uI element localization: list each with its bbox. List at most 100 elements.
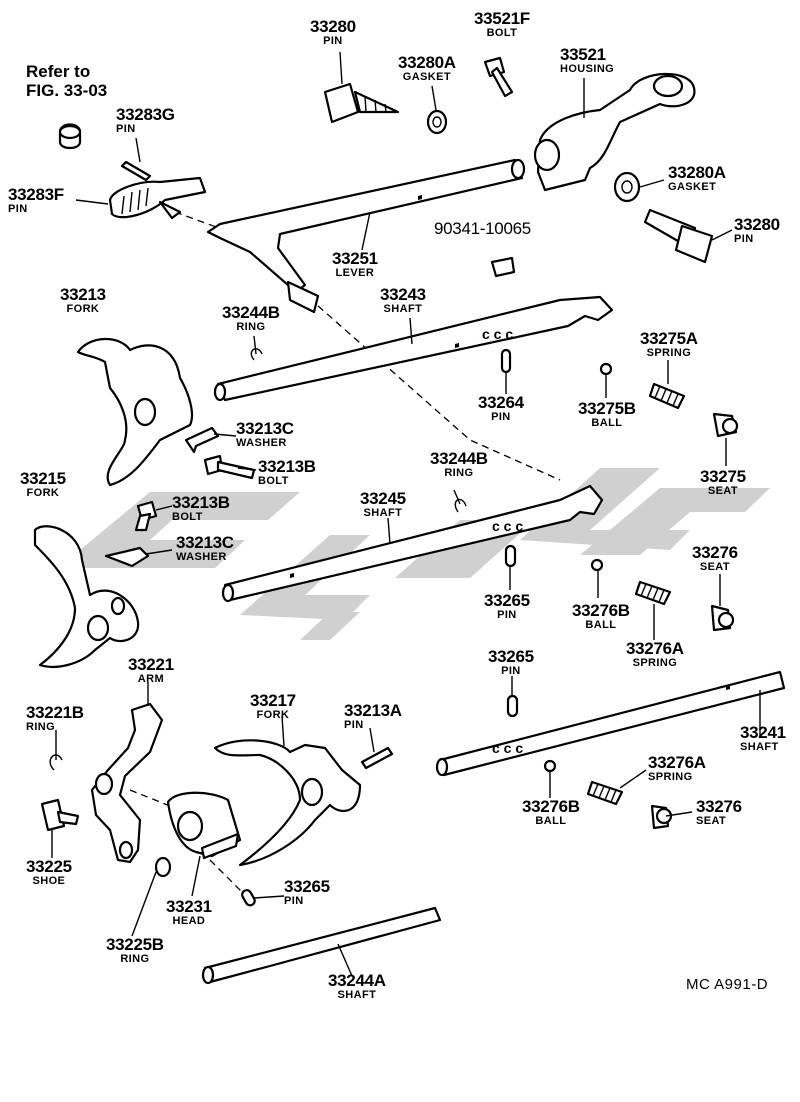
seat-33275-drawing (712, 412, 739, 438)
shaft-33243-drawing: c c c (213, 295, 614, 402)
washer-33213C-1-drawing (184, 426, 220, 454)
pin-33265-1-drawing (504, 544, 517, 568)
bolt-33213B-2-drawing (134, 500, 158, 532)
leader-lines (51, 51, 761, 977)
seat-33276-2-drawing (650, 804, 673, 830)
lever-33251-drawing (206, 158, 526, 314)
washer-33213C-2-drawing (104, 546, 150, 568)
watermark-stroke (520, 468, 690, 550)
pin-33280-right-drawing (643, 208, 714, 264)
shoe-33225-drawing (40, 798, 80, 832)
catalog-code: MC A991-D (686, 976, 769, 993)
pin-33265-3-drawing (241, 889, 256, 907)
fork-33215-drawing (33, 525, 140, 668)
pin-33283F-drawing (108, 176, 207, 220)
watermark-stroke (70, 492, 300, 568)
head-33231-drawing (166, 791, 242, 860)
ball-33276B-2-drawing (543, 759, 557, 773)
reference-note-line2: FIG. 33-03 (26, 81, 108, 100)
ball-33275B-drawing (599, 362, 613, 376)
arm-33221-drawing (90, 702, 164, 864)
spring-33276A-1-drawing (634, 580, 672, 606)
ring-33244B-1-drawing (250, 348, 263, 361)
shaft-33241-drawing: c c c (435, 670, 786, 777)
part-label-90341-10065: 90341-10065 (434, 219, 531, 238)
svg-text:c c c: c c c (482, 326, 513, 342)
pin-33280-top-drawing (323, 82, 400, 124)
gasket-33280A-top-drawing (426, 109, 448, 135)
pin-33264-drawing (500, 348, 512, 374)
ring-33225B-drawing (154, 856, 172, 878)
refer-cap-drawing (58, 123, 82, 150)
spring-33275A-drawing (648, 382, 686, 410)
housing-33521-drawing (536, 72, 696, 192)
gasket-33280A-right-drawing (613, 171, 641, 203)
reference-note: Refer to FIG. 33-03 (26, 62, 107, 100)
svg-text:c c c: c c c (492, 518, 523, 534)
watermark-stroke (580, 488, 770, 555)
bolt-33521F-drawing (483, 56, 514, 98)
ball-33276B-1-drawing (590, 558, 604, 572)
svg-text:c c c: c c c (492, 740, 523, 756)
watermark-stroke (300, 612, 360, 640)
seat-33276-1-drawing (710, 604, 735, 632)
ring-33244B-2-drawing (454, 498, 467, 513)
shaft-33245-drawing: c c c (221, 484, 604, 603)
assembly-line (209, 859, 249, 899)
pin-33283G-drawing (120, 160, 152, 182)
ring-33221B-drawing (49, 754, 63, 771)
reference-note-line1: Refer to (26, 62, 91, 81)
shaft-33244A-drawing (201, 906, 442, 985)
assembly-line (299, 289, 561, 481)
plug-90341-10065-drawing (490, 256, 516, 278)
pin-33265-2-drawing (506, 694, 519, 718)
bolt-33213B-1-drawing (203, 454, 256, 480)
pin-33213A-drawing (360, 746, 394, 770)
fork-33217-drawing (213, 739, 362, 867)
spring-33276A-2-drawing (586, 780, 624, 806)
